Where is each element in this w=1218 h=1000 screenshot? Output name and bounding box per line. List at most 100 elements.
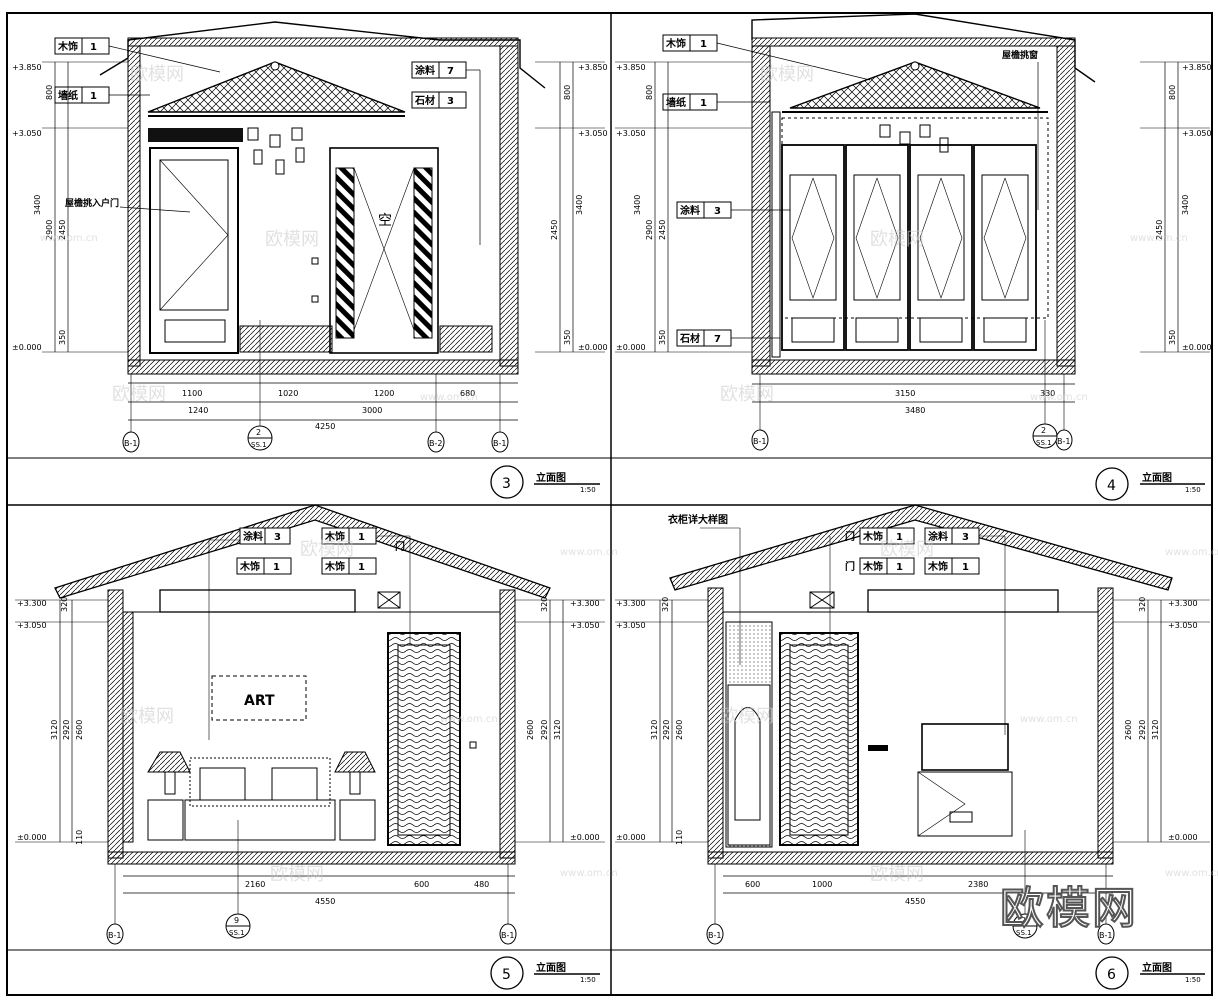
svg-text:2450: 2450 xyxy=(58,220,67,240)
svg-text:2900: 2900 xyxy=(645,220,654,240)
svg-text:立面图: 立面图 xyxy=(1142,961,1172,974)
svg-text:2920: 2920 xyxy=(1138,720,1147,740)
svg-text:欧模网: 欧模网 xyxy=(880,539,934,560)
callout-paint-3: 涂料 3 xyxy=(239,527,291,545)
svg-text:1: 1 xyxy=(358,562,365,573)
svg-text:±0.000: ±0.000 xyxy=(578,343,608,352)
svg-text:B-1: B-1 xyxy=(708,931,721,940)
svg-text:www.om.cn: www.om.cn xyxy=(1030,392,1088,403)
note-door: 门 xyxy=(395,540,405,553)
svg-text:B-1: B-1 xyxy=(1099,931,1112,940)
svg-text:+3.850: +3.850 xyxy=(616,63,646,72)
panel-title-4: 4 立面图 1:50 xyxy=(1095,467,1205,501)
svg-text:2600: 2600 xyxy=(1124,720,1133,740)
svg-text:3480: 3480 xyxy=(905,406,925,415)
note-wardrobe-detail: 衣柜详大样图 xyxy=(668,513,728,526)
callout-stone-3: 石材 3 xyxy=(411,91,467,109)
svg-text:480: 480 xyxy=(474,880,489,889)
window-panels xyxy=(781,144,1037,351)
svg-text:±0.000: ±0.000 xyxy=(17,833,47,842)
note-window: 屋檐挑窗 xyxy=(1002,49,1038,61)
svg-text:350: 350 xyxy=(658,330,667,345)
svg-text:1000: 1000 xyxy=(812,880,832,889)
elevation-panel-5: ART 涂料 3 xyxy=(15,504,605,990)
floor-slab xyxy=(751,359,1076,375)
svg-text:SS.1: SS.1 xyxy=(1036,439,1052,447)
vertical-dims-left: +3.850 +3.050 ±0.000 800 3400 2900 2450 … xyxy=(12,61,128,353)
svg-text:2900: 2900 xyxy=(45,220,54,240)
svg-text:欧模网: 欧模网 xyxy=(300,539,354,560)
svg-text:1: 1 xyxy=(896,562,903,573)
section-tag: 2 SS.1 xyxy=(1032,320,1058,449)
svg-text:石材: 石材 xyxy=(414,94,435,107)
callout-paint-3: 涂料 3 xyxy=(676,201,790,219)
svg-text:2450: 2450 xyxy=(1155,220,1164,240)
svg-text:3: 3 xyxy=(274,532,281,543)
panel-title-6: 6 立面图 1:50 xyxy=(1095,956,1205,990)
svg-text:1:50: 1:50 xyxy=(1185,976,1201,984)
svg-text:www.om.cn: www.om.cn xyxy=(420,392,478,403)
ac-vent xyxy=(148,128,243,142)
svg-text:+3.050: +3.050 xyxy=(616,129,646,138)
gable-roof xyxy=(54,504,551,599)
callout-paint-7: 涂料 7 xyxy=(411,61,481,245)
section-tag: 9 SS.1 xyxy=(225,820,251,939)
horizontal-dims: 1100 1020 1200 680 1240 3000 4250 xyxy=(128,382,518,431)
svg-text:2920: 2920 xyxy=(662,720,671,740)
note-door-a: 门 xyxy=(845,530,855,543)
svg-text:2920: 2920 xyxy=(540,720,549,740)
tv-cabinet xyxy=(917,771,1013,837)
floor-slab xyxy=(107,851,516,865)
sheer-curtain xyxy=(781,117,1049,319)
svg-text:7: 7 xyxy=(714,334,721,345)
svg-text:+3.050: +3.050 xyxy=(12,129,42,138)
svg-text:B-1: B-1 xyxy=(501,931,514,940)
svg-text:+3.850: +3.850 xyxy=(578,63,608,72)
floor-slab xyxy=(707,851,1114,865)
panel-title-3: 3 立面图 1:50 xyxy=(490,465,600,499)
pendant-lights xyxy=(879,124,949,153)
svg-text:6: 6 xyxy=(1107,967,1116,983)
svg-text:1:50: 1:50 xyxy=(580,976,596,984)
svg-text:320: 320 xyxy=(540,597,549,612)
svg-text:320: 320 xyxy=(661,597,670,612)
left-wall xyxy=(751,45,771,367)
svg-text:110: 110 xyxy=(75,830,84,845)
vertical-dims-left: +3.300 +3.050 ±0.000 320 3120 2920 2600 … xyxy=(15,597,108,845)
svg-text:800: 800 xyxy=(645,85,654,100)
horizontal-dims: 2160 600 480 4550 xyxy=(123,875,515,906)
svg-text:2160: 2160 xyxy=(245,880,265,889)
svg-text:木饰: 木饰 xyxy=(239,560,260,573)
svg-text:350: 350 xyxy=(1168,330,1177,345)
svg-text:www.om.cn: www.om.cn xyxy=(1020,714,1078,725)
svg-text:SS.1: SS.1 xyxy=(1016,929,1032,937)
svg-text:1100: 1100 xyxy=(182,389,202,398)
svg-text:9: 9 xyxy=(234,916,239,925)
socket xyxy=(311,295,319,303)
svg-text:3400: 3400 xyxy=(633,195,642,215)
sheet-border xyxy=(6,12,1213,996)
svg-text:+3.050: +3.050 xyxy=(578,129,608,138)
svg-text:木饰: 木饰 xyxy=(57,40,78,53)
svg-text:1:50: 1:50 xyxy=(1185,486,1201,494)
callout-wallpaper-1: 墙纸 1 xyxy=(662,93,770,111)
svg-text:涂料: 涂料 xyxy=(928,530,948,543)
svg-text:3120: 3120 xyxy=(553,720,562,740)
svg-text:涂料: 涂料 xyxy=(243,530,263,543)
svg-text:350: 350 xyxy=(563,330,572,345)
svg-text:±0.000: ±0.000 xyxy=(616,343,646,352)
svg-text:350: 350 xyxy=(58,330,67,345)
svg-text:3400: 3400 xyxy=(33,195,42,215)
svg-text:欧模网: 欧模网 xyxy=(870,229,924,250)
lattice-pediment xyxy=(789,61,1041,109)
curtain xyxy=(122,611,134,843)
svg-text:1: 1 xyxy=(90,42,97,53)
svg-text:2450: 2450 xyxy=(658,220,667,240)
svg-text:+3.300: +3.300 xyxy=(17,599,47,608)
svg-text:3120: 3120 xyxy=(50,720,59,740)
svg-text:欧模网: 欧模网 xyxy=(112,384,166,405)
svg-text:2: 2 xyxy=(1021,916,1026,925)
svg-text:欧模网: 欧模网 xyxy=(720,706,774,727)
svg-text:5: 5 xyxy=(502,967,511,983)
